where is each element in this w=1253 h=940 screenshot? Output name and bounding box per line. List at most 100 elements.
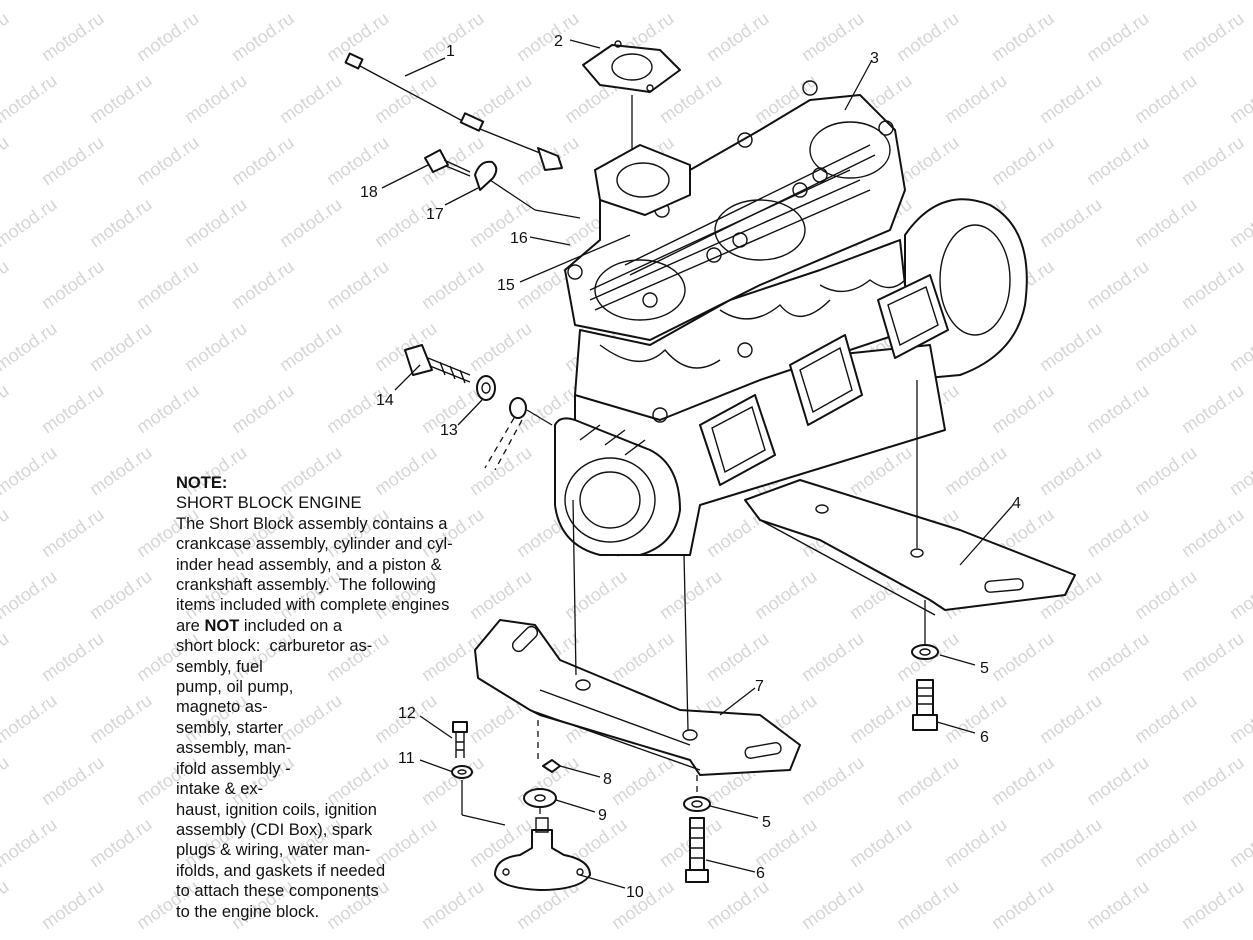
watermark-text: motod.ru (0, 256, 12, 313)
note-title: NOTE: (176, 474, 228, 492)
watermark-text: motod.ru (276, 70, 346, 127)
watermark-text: motod.ru (38, 8, 108, 65)
watermark-text: motod.ru (1036, 442, 1106, 499)
watermark-text: motod.ru (988, 752, 1058, 809)
note-line: assembly (CDI Box), spark (176, 820, 373, 839)
watermark-text: motod.ru (1036, 70, 1106, 127)
note-bold-after: included on a (239, 616, 343, 635)
watermark-text: motod.ru (608, 628, 678, 685)
watermark-text: motod.ru (323, 256, 393, 313)
watermark-text: motod.ru (988, 876, 1058, 933)
watermark-text: motod.ru (0, 566, 60, 623)
watermark-text: motod.ru (181, 318, 251, 375)
watermark-text: motod.ru (1036, 194, 1106, 251)
watermark-text: motod.ru (988, 628, 1058, 685)
part-1-cable (344, 52, 563, 171)
callout-numbers: 1 2 3 4 5 5 6 6 7 8 9 10 11 12 13 14 15 … (360, 33, 1021, 901)
watermark-text: motod.ru (1083, 752, 1153, 809)
callout-17: 17 (426, 206, 444, 223)
watermark-text: motod.ru (228, 256, 298, 313)
assembly-lines (461, 179, 926, 826)
callout-16: 16 (510, 230, 528, 247)
watermark-text: motod.ru (1178, 876, 1248, 933)
watermark-text: motod.ru (1178, 256, 1248, 313)
watermark-text: motod.ru (561, 0, 631, 3)
watermark-text: motod.ru (1226, 814, 1253, 871)
note-line: ifold assembly - (176, 759, 291, 778)
note-line: The Short Block assembly contains a (176, 514, 448, 533)
watermark-text: motod.ru (86, 194, 156, 251)
watermark-text: motod.ru (0, 132, 12, 189)
watermark-text: motod.ru (466, 0, 536, 3)
callout-11: 11 (398, 750, 415, 767)
reed-cages (699, 274, 949, 486)
note-line: crankshaft assembly. The following (176, 576, 436, 595)
watermark-text: motod.ru (941, 690, 1011, 747)
note-line: crankcase assembly, cylinder and cyl- (176, 535, 453, 554)
watermark-text: motod.ru (846, 814, 916, 871)
note-line: short block: carburetor as- (176, 637, 373, 656)
watermark-text: motod.ru (86, 814, 156, 871)
watermark-text: motod.ru (228, 8, 298, 65)
watermark-text: motod.ru (608, 752, 678, 809)
watermark-text: motod.ru (0, 318, 60, 375)
note-line: intake & ex- (176, 780, 264, 799)
part-5-washer-right (911, 644, 939, 660)
watermark-text: motod.ru (941, 442, 1011, 499)
watermark-text: motod.ru (1131, 690, 1201, 747)
watermark-text: motod.ru (1178, 8, 1248, 65)
watermark-text: motod.ru (323, 132, 393, 189)
note-line: to the engine block. (176, 902, 320, 921)
watermark-text: motod.ru (1131, 70, 1201, 127)
part-12-bolt (452, 721, 468, 758)
part-13-washer (476, 375, 496, 401)
note-line: ifolds, and gaskets if needed (176, 861, 386, 880)
callout-10: 10 (626, 884, 644, 901)
watermark-text: motod.ru (798, 876, 868, 933)
watermark-text: motod.ru (133, 132, 203, 189)
watermark-text: motod.ru (38, 132, 108, 189)
callout-2: 2 (554, 33, 563, 50)
note-line: pump, oil pump, (176, 678, 294, 697)
note-line: inder head assembly, and a piston & (176, 555, 442, 574)
watermark-text: motod.ru (133, 8, 203, 65)
part-2-gasket (582, 40, 681, 150)
callout-9: 9 (598, 807, 607, 824)
callout-leaders (381, 39, 1014, 889)
watermark-text: motod.ru (133, 380, 203, 437)
note-bold-word: NOT (204, 616, 240, 635)
watermark-text: motod.ru (798, 8, 868, 65)
watermark-text: motod.ru (38, 752, 108, 809)
callout-4: 4 (1012, 495, 1021, 512)
callout-13: 13 (440, 422, 458, 439)
watermark-text: motod.ru (0, 0, 60, 3)
note-line: sembly, fuel (176, 657, 263, 676)
watermark-text: motod.ru (1178, 752, 1248, 809)
watermark-text: motod.ru (656, 0, 726, 3)
watermark-text: motod.ru (38, 628, 108, 685)
watermark-text: motod.ru (0, 628, 12, 685)
watermark-text: motod.ru (893, 876, 963, 933)
note-bold-before: are (176, 616, 205, 635)
part-14-bolt (404, 344, 471, 384)
watermark-text: motod.ru (86, 442, 156, 499)
watermark-text: motod.ru (1083, 8, 1153, 65)
watermark-text: motod.ru (988, 132, 1058, 189)
watermark-text: motod.ru (86, 318, 156, 375)
watermark-text: motod.ru (561, 566, 631, 623)
note-line: sembly, starter (176, 718, 283, 737)
callout-6b: 6 (756, 865, 765, 882)
part-4-mount (744, 479, 1076, 616)
watermark-text: motod.ru (181, 70, 251, 127)
part-6-bolt-bottom (685, 817, 709, 883)
watermark-text: motod.ru (941, 70, 1011, 127)
watermark-text: motod.ru (1131, 442, 1201, 499)
watermark-text: motod.ru (1131, 194, 1201, 251)
watermark-text: motod.ru (893, 752, 963, 809)
watermark-text: motod.ru (0, 690, 60, 747)
watermark-text: motod.ru (751, 566, 821, 623)
watermark-text: motod.ru (1131, 318, 1201, 375)
watermark-text: motod.ru (1178, 628, 1248, 685)
note-line: to attach these components (176, 882, 379, 901)
watermark-text: motod.ru (0, 752, 12, 809)
